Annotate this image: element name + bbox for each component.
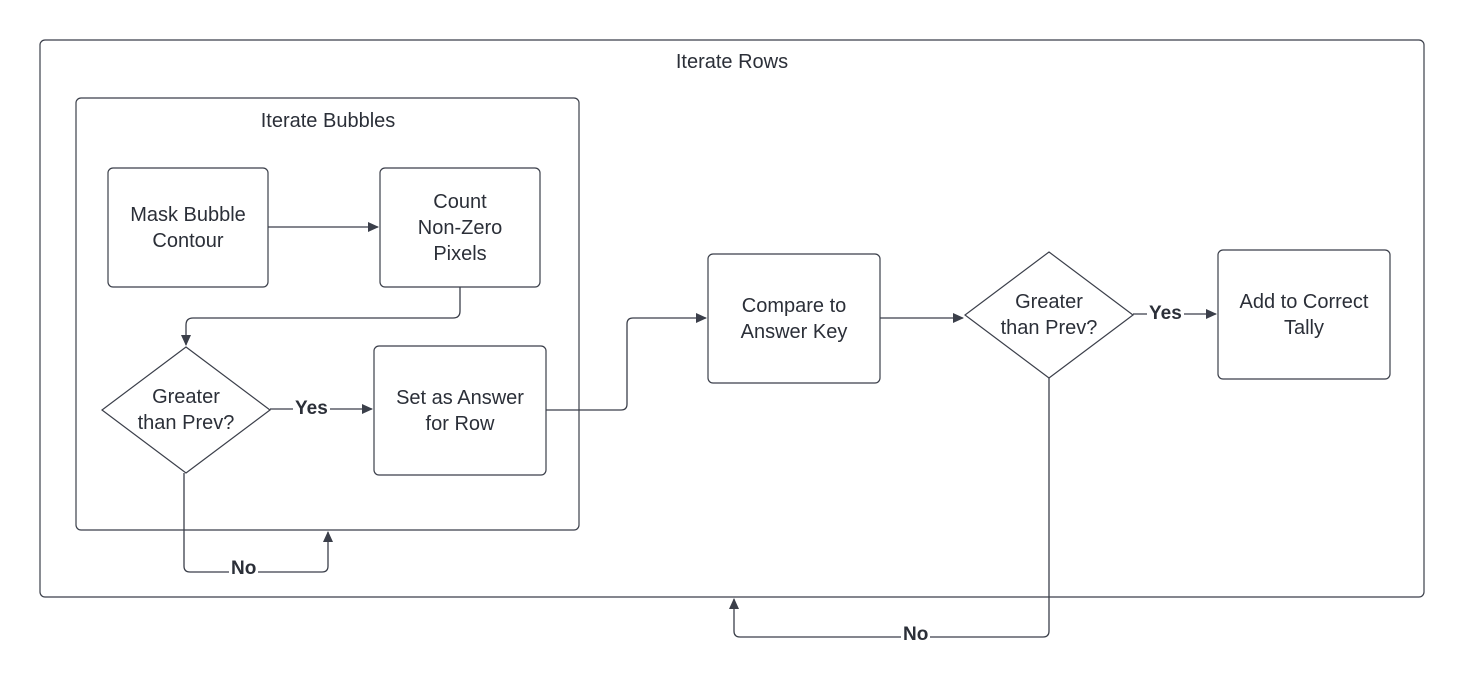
add-tally-node (1217, 249, 1391, 380)
add-tally-label: Add to Correct Tally (1239, 290, 1369, 339)
inner-no-label: No (229, 558, 259, 580)
count-pixels-label: Count Non-Zero Pixels (417, 190, 503, 265)
inner-yes-label: Yes (293, 398, 330, 420)
inner-decision-label: Greater than Prev? (137, 386, 235, 434)
edge-outer-no (729, 378, 1050, 638)
set-answer-label: Set as Answer for Row (396, 386, 524, 435)
iterate-rows-title: Iterate Rows (675, 51, 789, 73)
compare-key-label: Compare to Answer Key (740, 294, 848, 343)
mask-bubble-label: Mask Bubble Contour (130, 203, 246, 252)
outer-yes-label: Yes (1147, 303, 1184, 325)
iterate-rows-container (39, 39, 1425, 598)
iterate-bubbles-container (75, 97, 580, 531)
outer-decision-label: Greater than Prev? (1000, 291, 1098, 339)
edge-count-to-decision (181, 287, 461, 346)
edge-set-to-compare (546, 313, 707, 411)
iterate-bubbles-title: Iterate Bubbles (260, 110, 396, 132)
inner-decision-node (101, 346, 271, 474)
outer-no-label: No (901, 624, 931, 646)
